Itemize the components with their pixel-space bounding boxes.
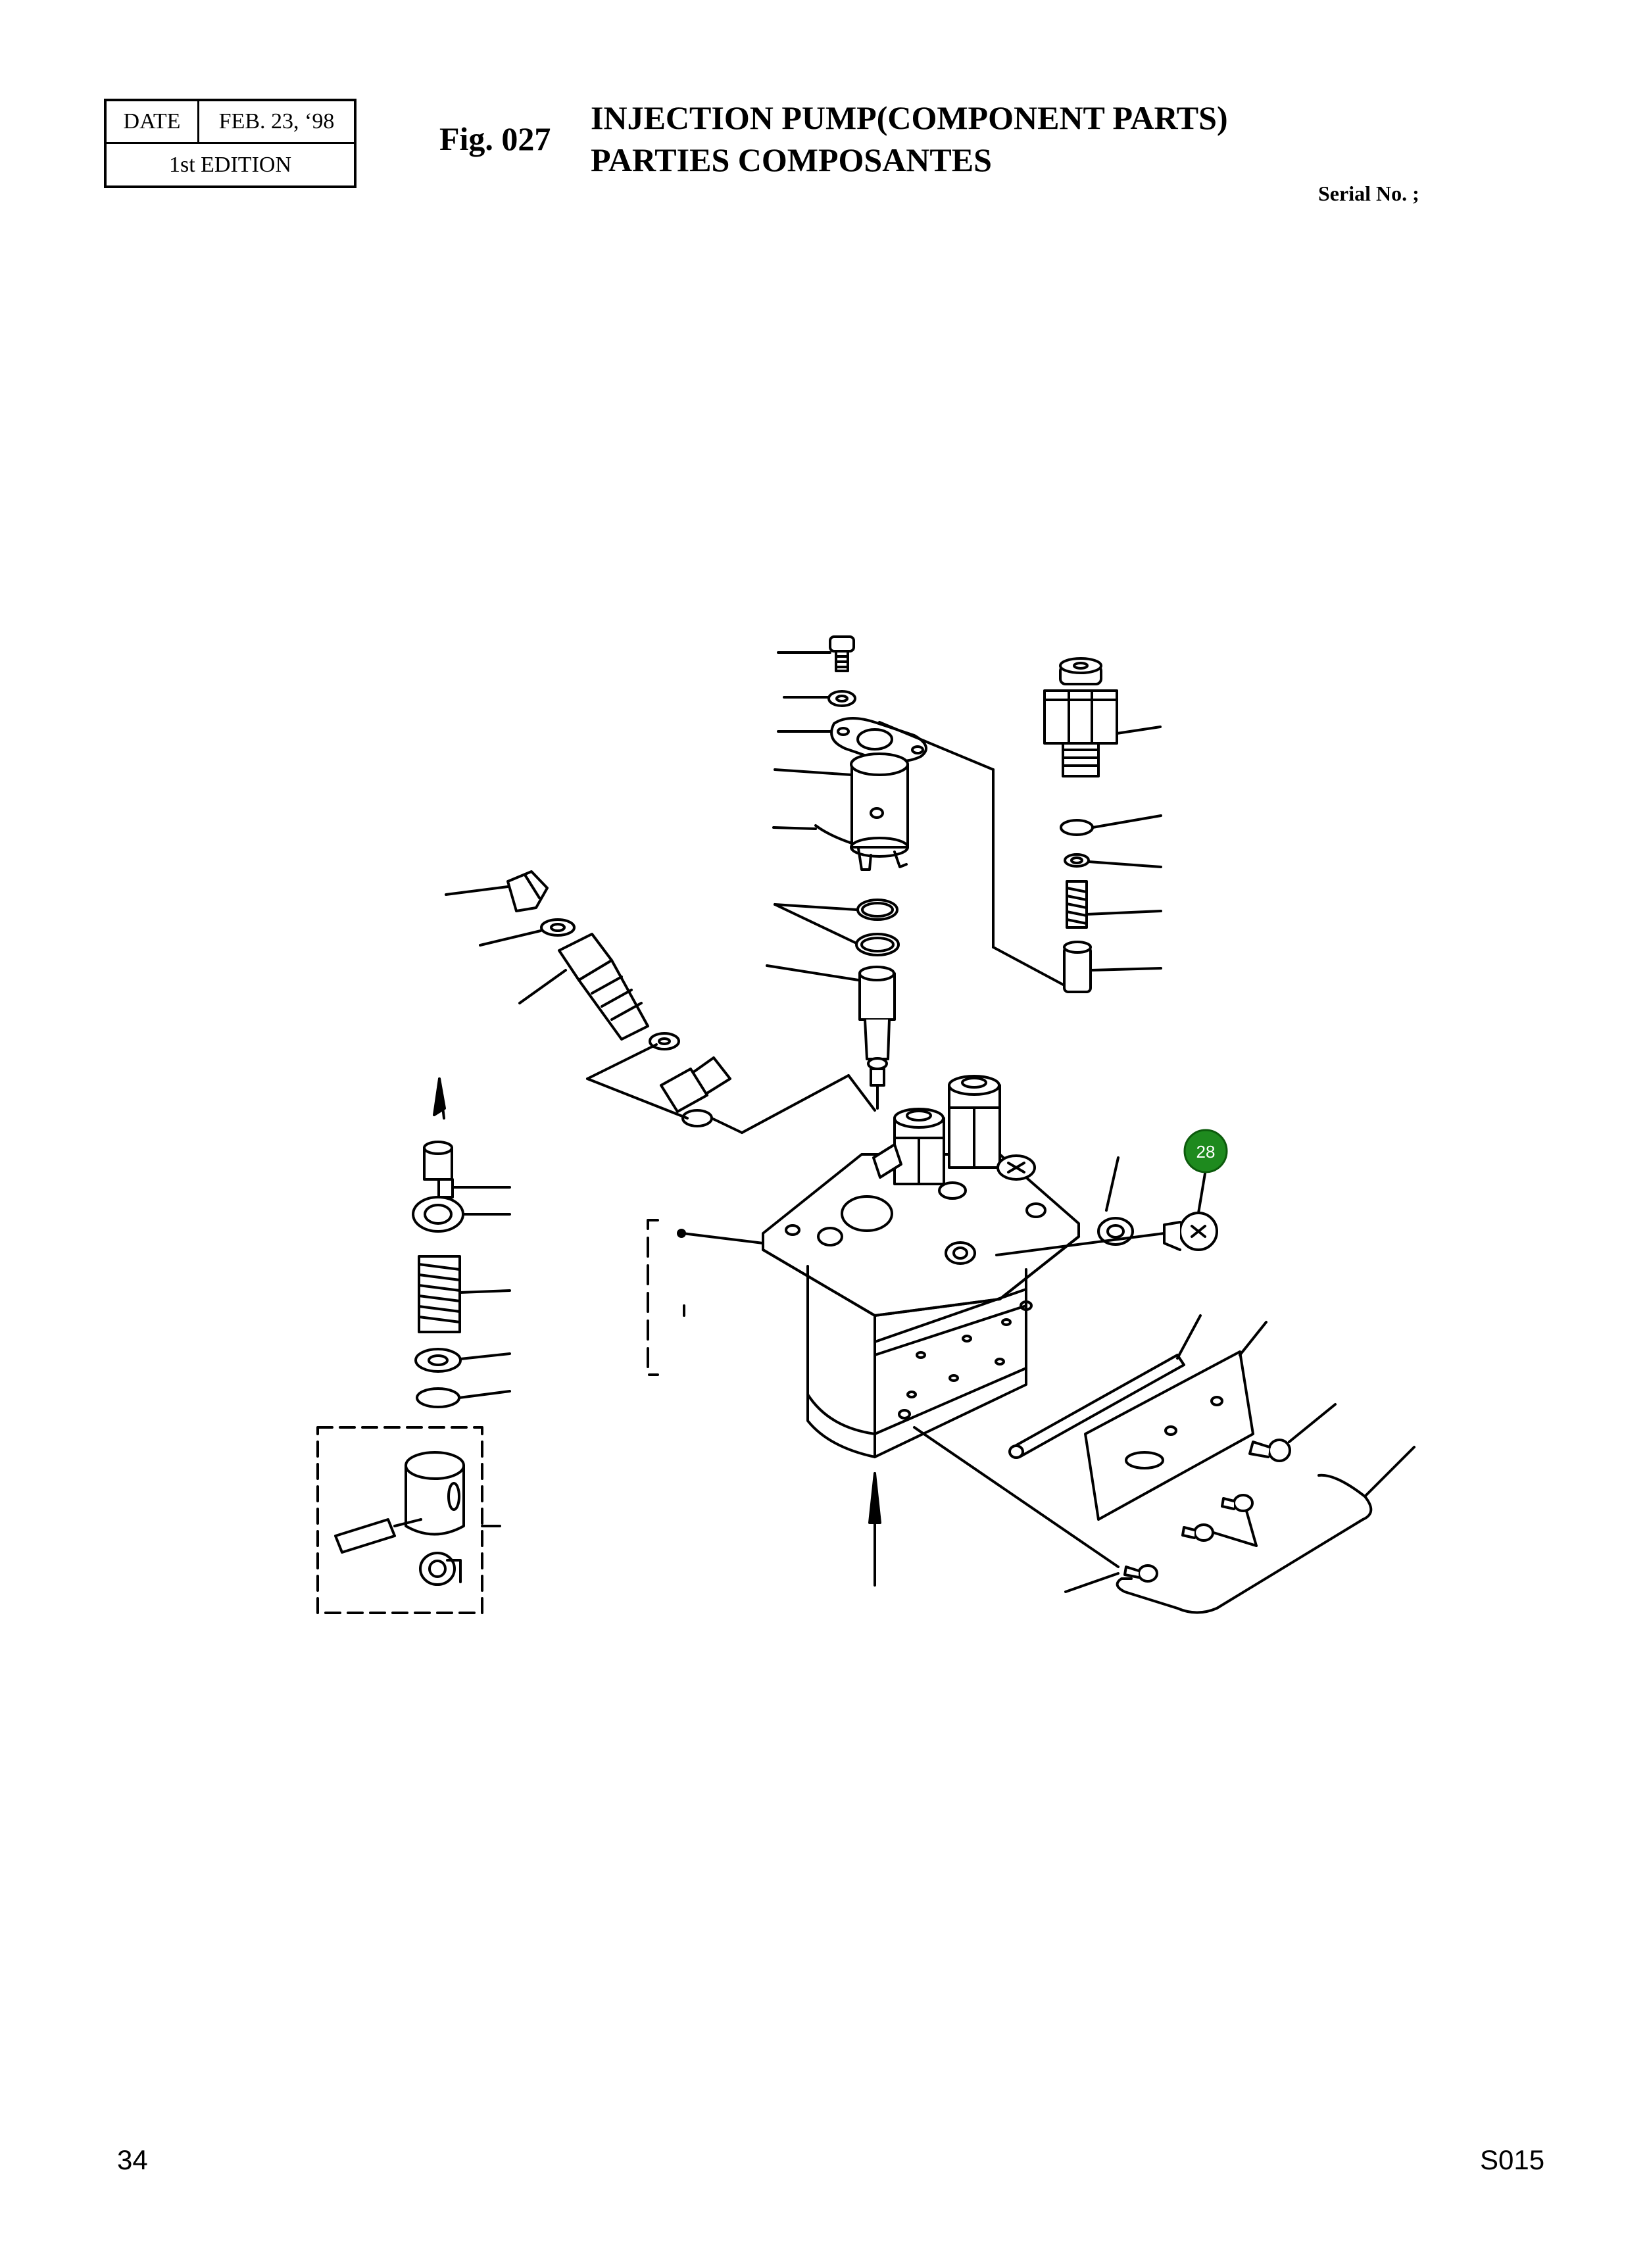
housing-bolt-left [872,1143,967,1200]
page-code: S015 [1480,2144,1545,2175]
o-ring-lower [774,903,900,956]
valve-seat [1064,853,1162,868]
adjusting-shim [416,1387,511,1408]
figure-title-french: PARTIES COMPOSANTES [591,141,992,178]
lower-spring-seat [414,1348,511,1373]
pump-housing [762,1153,1080,1458]
figure-title-english: INJECTION PUMP(COMPONENT PARTS) [591,99,1228,136]
valve-body [1063,941,1162,993]
delivery-nipple-left [893,1108,945,1185]
banjo-bolt [518,933,649,1041]
o-ring-upper [856,899,898,921]
rack-cover-plate [1084,1321,1268,1521]
cover-screw [1248,1403,1337,1462]
fitting-washer [479,918,576,947]
housing-stud [1064,1564,1158,1593]
top-screw [777,635,855,672]
plunger-spring-collar [412,1196,511,1233]
date-row: DATE FEB. 23, ‘98 [107,101,354,144]
control-rack [1008,1314,1202,1459]
plug-washer [1097,1156,1134,1246]
delivery-valve-holder [774,752,909,858]
edition-label: 1st EDITION [168,153,292,177]
callout-badge-label: 28 [1196,1142,1216,1162]
page-number: 34 [117,2144,148,2175]
top-washer [783,690,856,707]
fitting-gasket-pair [586,1032,876,1134]
flange-plate [777,716,1068,988]
date-label: DATE [107,101,199,142]
upper-spring-seat [423,1077,511,1198]
lock-wire [1116,1446,1415,1614]
delivery-valve-nut [1043,657,1162,777]
housing-bracket [647,1219,764,1376]
valve-spring [1066,880,1162,929]
tappet-set-box [316,1426,501,1614]
hex-cap-nut [445,870,549,912]
hex-plug [995,1168,1218,1256]
date-box: DATE FEB. 23, ‘98 1st EDITION [104,99,357,188]
date-value: FEB. 23, ‘98 [218,109,335,134]
delivery-nipple-right [948,1075,1036,1181]
plunger-spring [418,1255,511,1333]
plunger-barrel [766,964,896,1110]
serial-number-label: Serial No. ; [1318,182,1419,205]
valve-gasket [1060,814,1162,836]
control-sleeve-pin [772,824,908,871]
figure-number: Fig. 027 [439,120,551,157]
callout-badge: 28 [1183,1129,1228,1173]
assembly-arrow [868,1472,881,1587]
rack-screws [1181,1494,1258,1547]
